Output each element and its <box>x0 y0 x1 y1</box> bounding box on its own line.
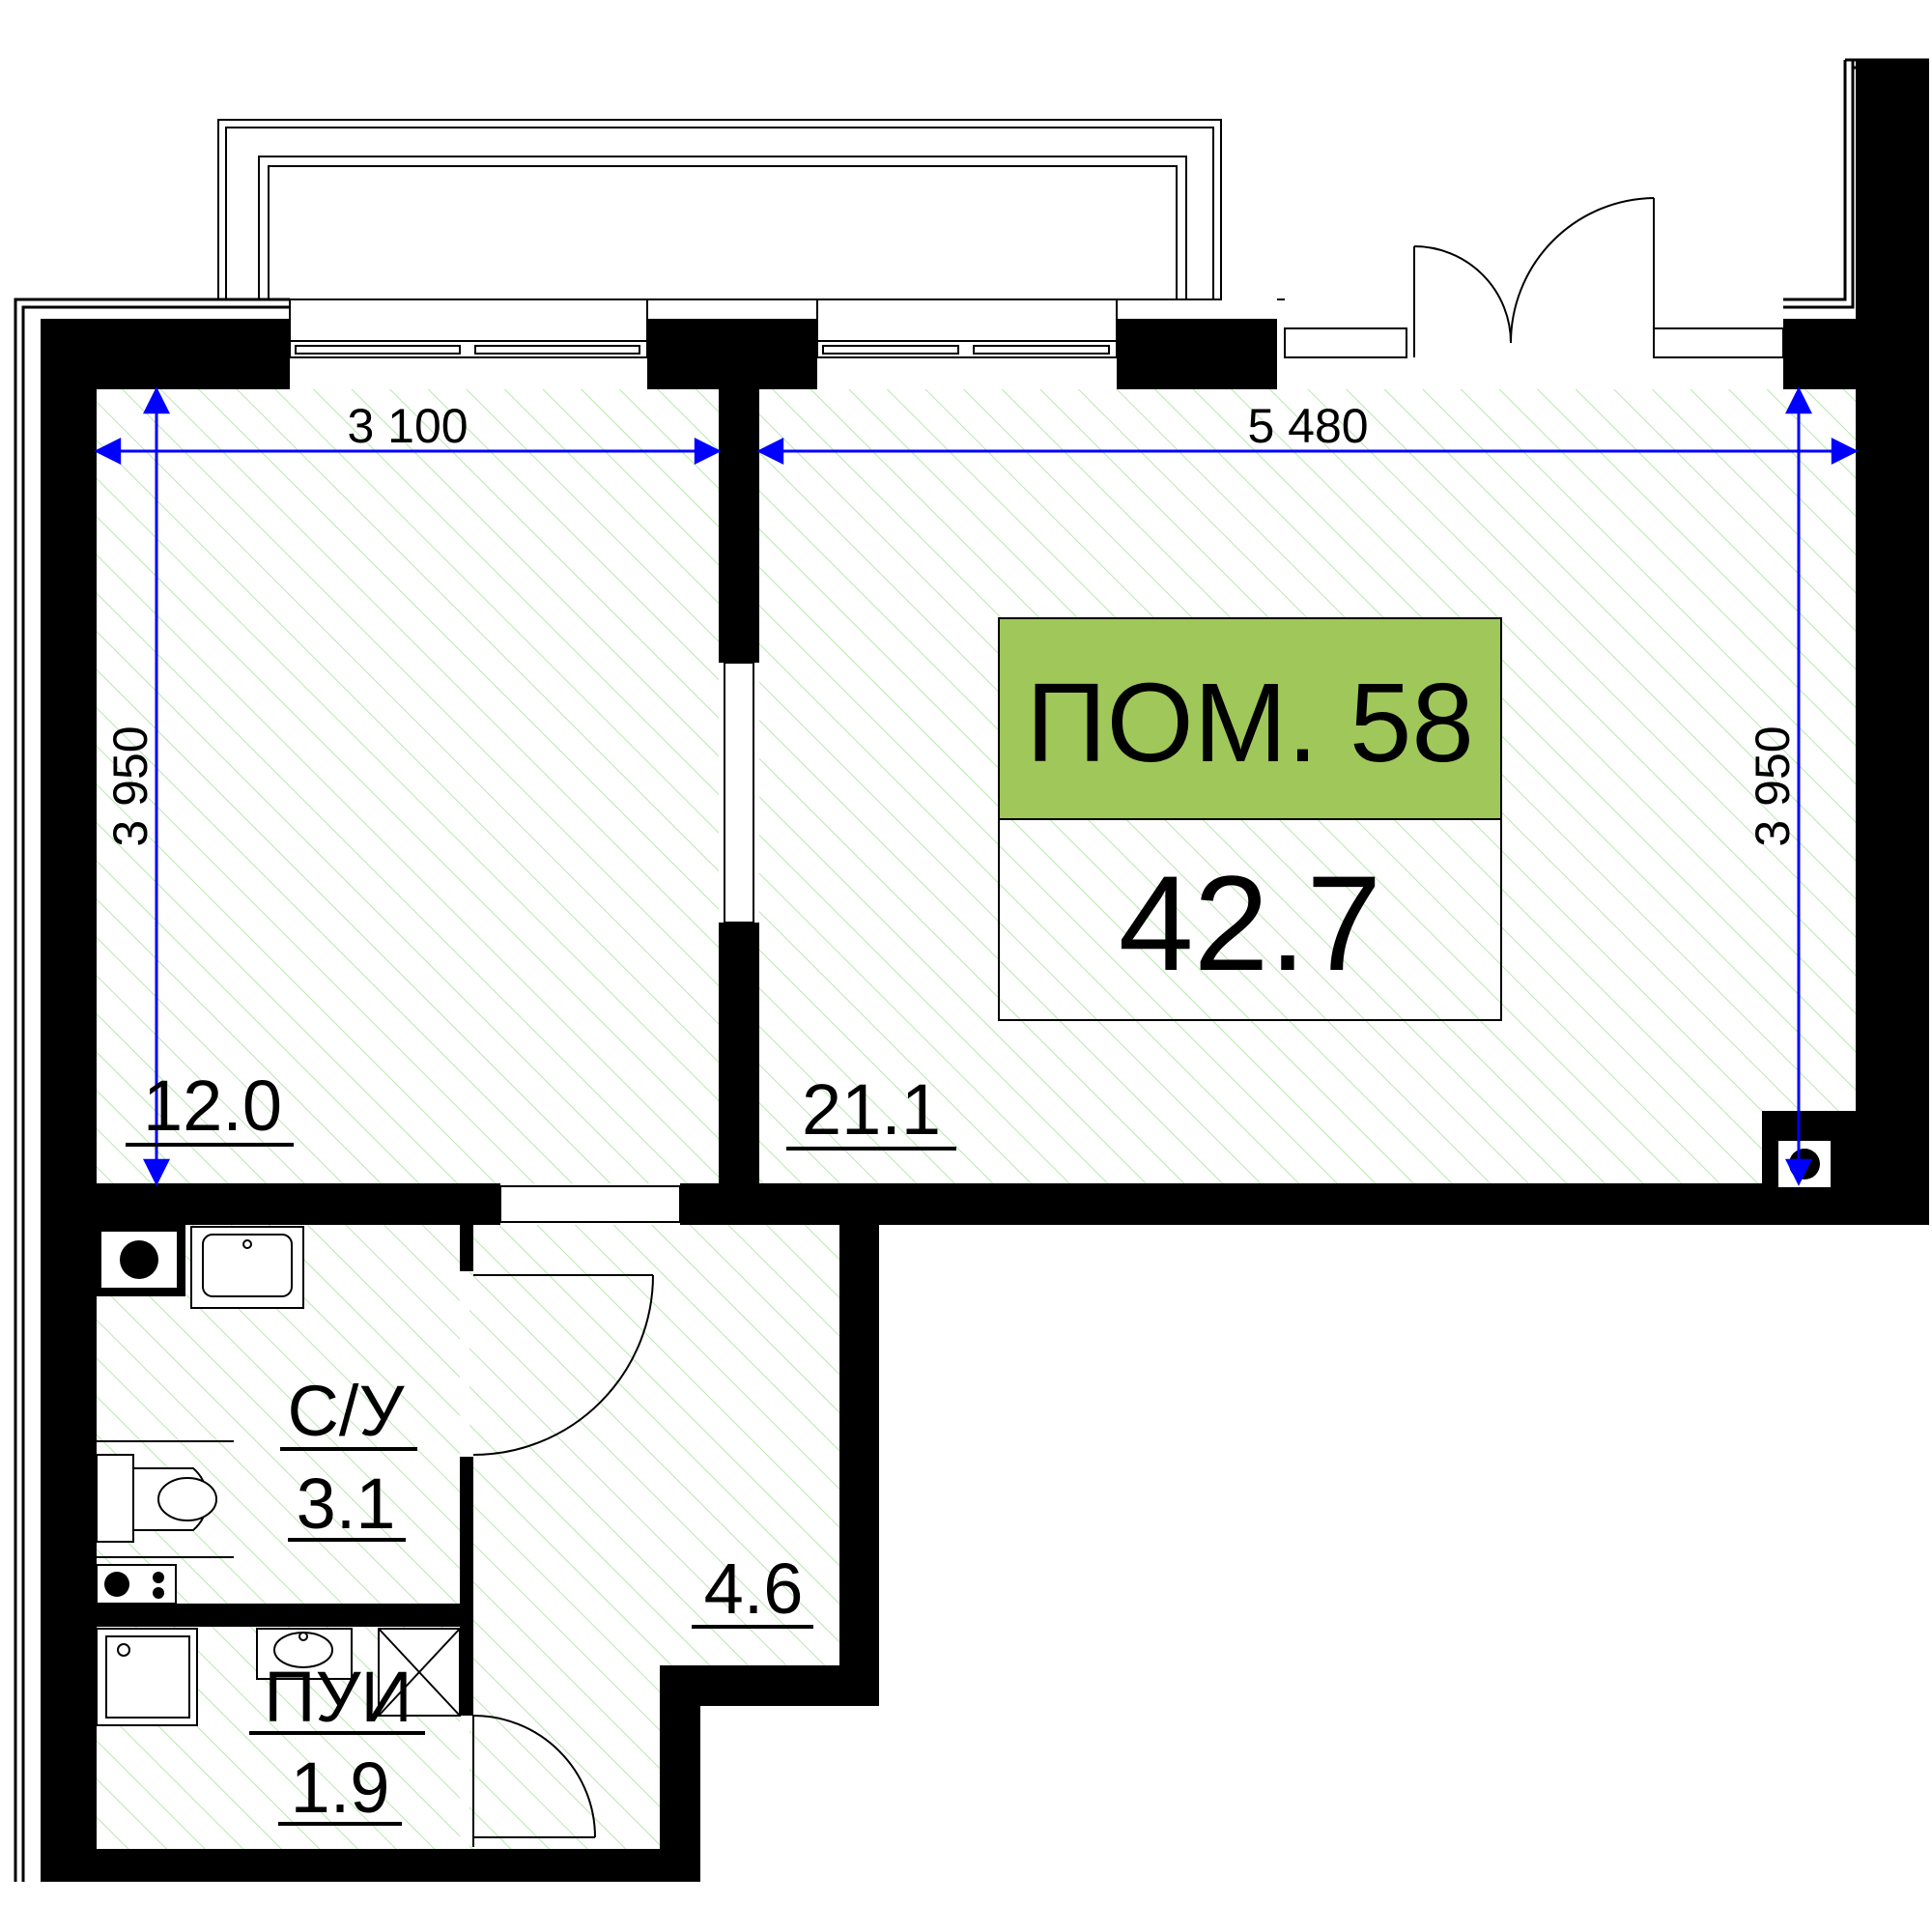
door-swing-icon <box>472 1274 654 1847</box>
dim-left-height: 3 950 <box>103 725 157 846</box>
apartment-title: ПОМ. 58 <box>1026 660 1474 785</box>
balcony <box>217 119 1222 300</box>
room-floors <box>97 389 1856 1849</box>
dim-left-width: 3 100 <box>347 399 468 453</box>
hallway-floor <box>469 1225 839 1849</box>
walls <box>41 60 1929 1882</box>
apartment-label-area-box <box>998 818 1502 1021</box>
toilet-icon <box>96 1440 234 1558</box>
bathroom-label: С/У <box>287 1371 405 1451</box>
room-left-area: 12.0 <box>143 1065 282 1146</box>
apartment-label: ПОМ. 58 42.7 <box>998 617 1502 1021</box>
dimension-lines <box>94 386 1859 1186</box>
wall-outlines <box>14 58 1929 1882</box>
balcony-door <box>1277 197 1784 358</box>
bathroom-area: 3.1 <box>297 1463 396 1544</box>
window-left <box>289 298 648 358</box>
hygiene-sink-icon <box>256 1628 461 1717</box>
apartment-label-band <box>998 617 1502 820</box>
room-left-floor <box>97 389 719 1183</box>
room-right-area: 21.1 <box>802 1069 941 1150</box>
door-openings <box>499 662 754 1223</box>
window-right <box>816 298 1118 358</box>
apartment-total-area: 42.7 <box>1119 847 1381 999</box>
dim-right-width: 5 480 <box>1247 399 1368 453</box>
hallway-area: 4.6 <box>704 1548 804 1629</box>
pui-label: ПУИ <box>264 1657 412 1737</box>
sink-icon <box>190 1226 304 1309</box>
shower-icon <box>96 1628 198 1726</box>
dim-right-height: 3 950 <box>1746 725 1800 846</box>
pui-area: 1.9 <box>291 1747 390 1828</box>
